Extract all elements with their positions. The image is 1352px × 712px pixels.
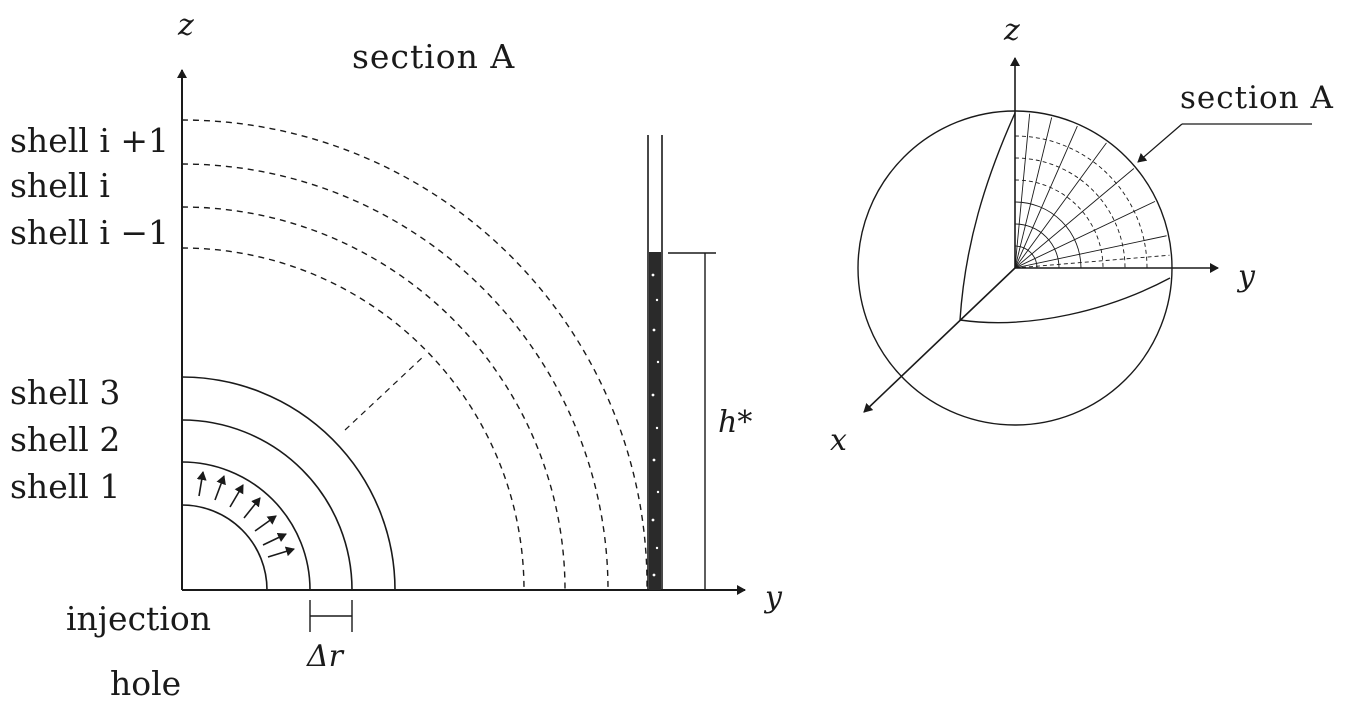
injection-label: injection <box>66 599 211 638</box>
section-a-pointer <box>1137 123 1183 163</box>
height-dimension <box>668 252 716 590</box>
label-shell-2: shell 2 <box>10 420 120 459</box>
section-view <box>177 69 746 632</box>
shell-1-outer-arc <box>181 461 311 591</box>
label-shell-i-plus-1: shell i +1 <box>10 121 169 160</box>
delta-r-label: Δr <box>306 639 345 674</box>
shell-1-arc <box>181 504 268 591</box>
shell-2-arc <box>181 419 353 591</box>
label-shell-1: shell 1 <box>10 467 120 506</box>
sphere-z-axis-label: z <box>1003 13 1020 48</box>
sphere-x-axis-label: x <box>830 423 847 458</box>
shell-i-plus-1-arc <box>181 163 609 591</box>
hole-label: hole <box>110 664 181 703</box>
outer-shell-arc <box>181 119 648 591</box>
shell-i-arc <box>181 206 566 591</box>
section-y-axis-label: y <box>763 580 783 615</box>
flow-arrows <box>196 471 295 558</box>
sphere-section-a-label: section A <box>1180 80 1334 116</box>
shell-3-arc <box>181 376 396 591</box>
height-label: h* <box>718 405 752 440</box>
section-title: section A <box>352 37 515 76</box>
standpipe <box>647 135 663 590</box>
cut-edge-vertical <box>959 112 1016 321</box>
label-shell-i-minus-1: shell i −1 <box>10 213 169 252</box>
water-column <box>649 252 661 590</box>
delta-r-dimension <box>309 600 353 632</box>
label-shell-3: shell 3 <box>10 373 120 412</box>
sphere-x-axis <box>863 267 1016 413</box>
section-a-mesh <box>1015 113 1170 268</box>
cut-edge-horizontal <box>959 277 1171 324</box>
section-z-axis-label: z <box>177 8 194 43</box>
sphere-y-axis-label: y <box>1236 259 1256 294</box>
label-shell-i: shell i <box>10 166 110 205</box>
shell-i-minus-1-arc <box>181 247 525 591</box>
radial-dashed-line <box>344 354 426 431</box>
sphere-view <box>857 57 1312 426</box>
